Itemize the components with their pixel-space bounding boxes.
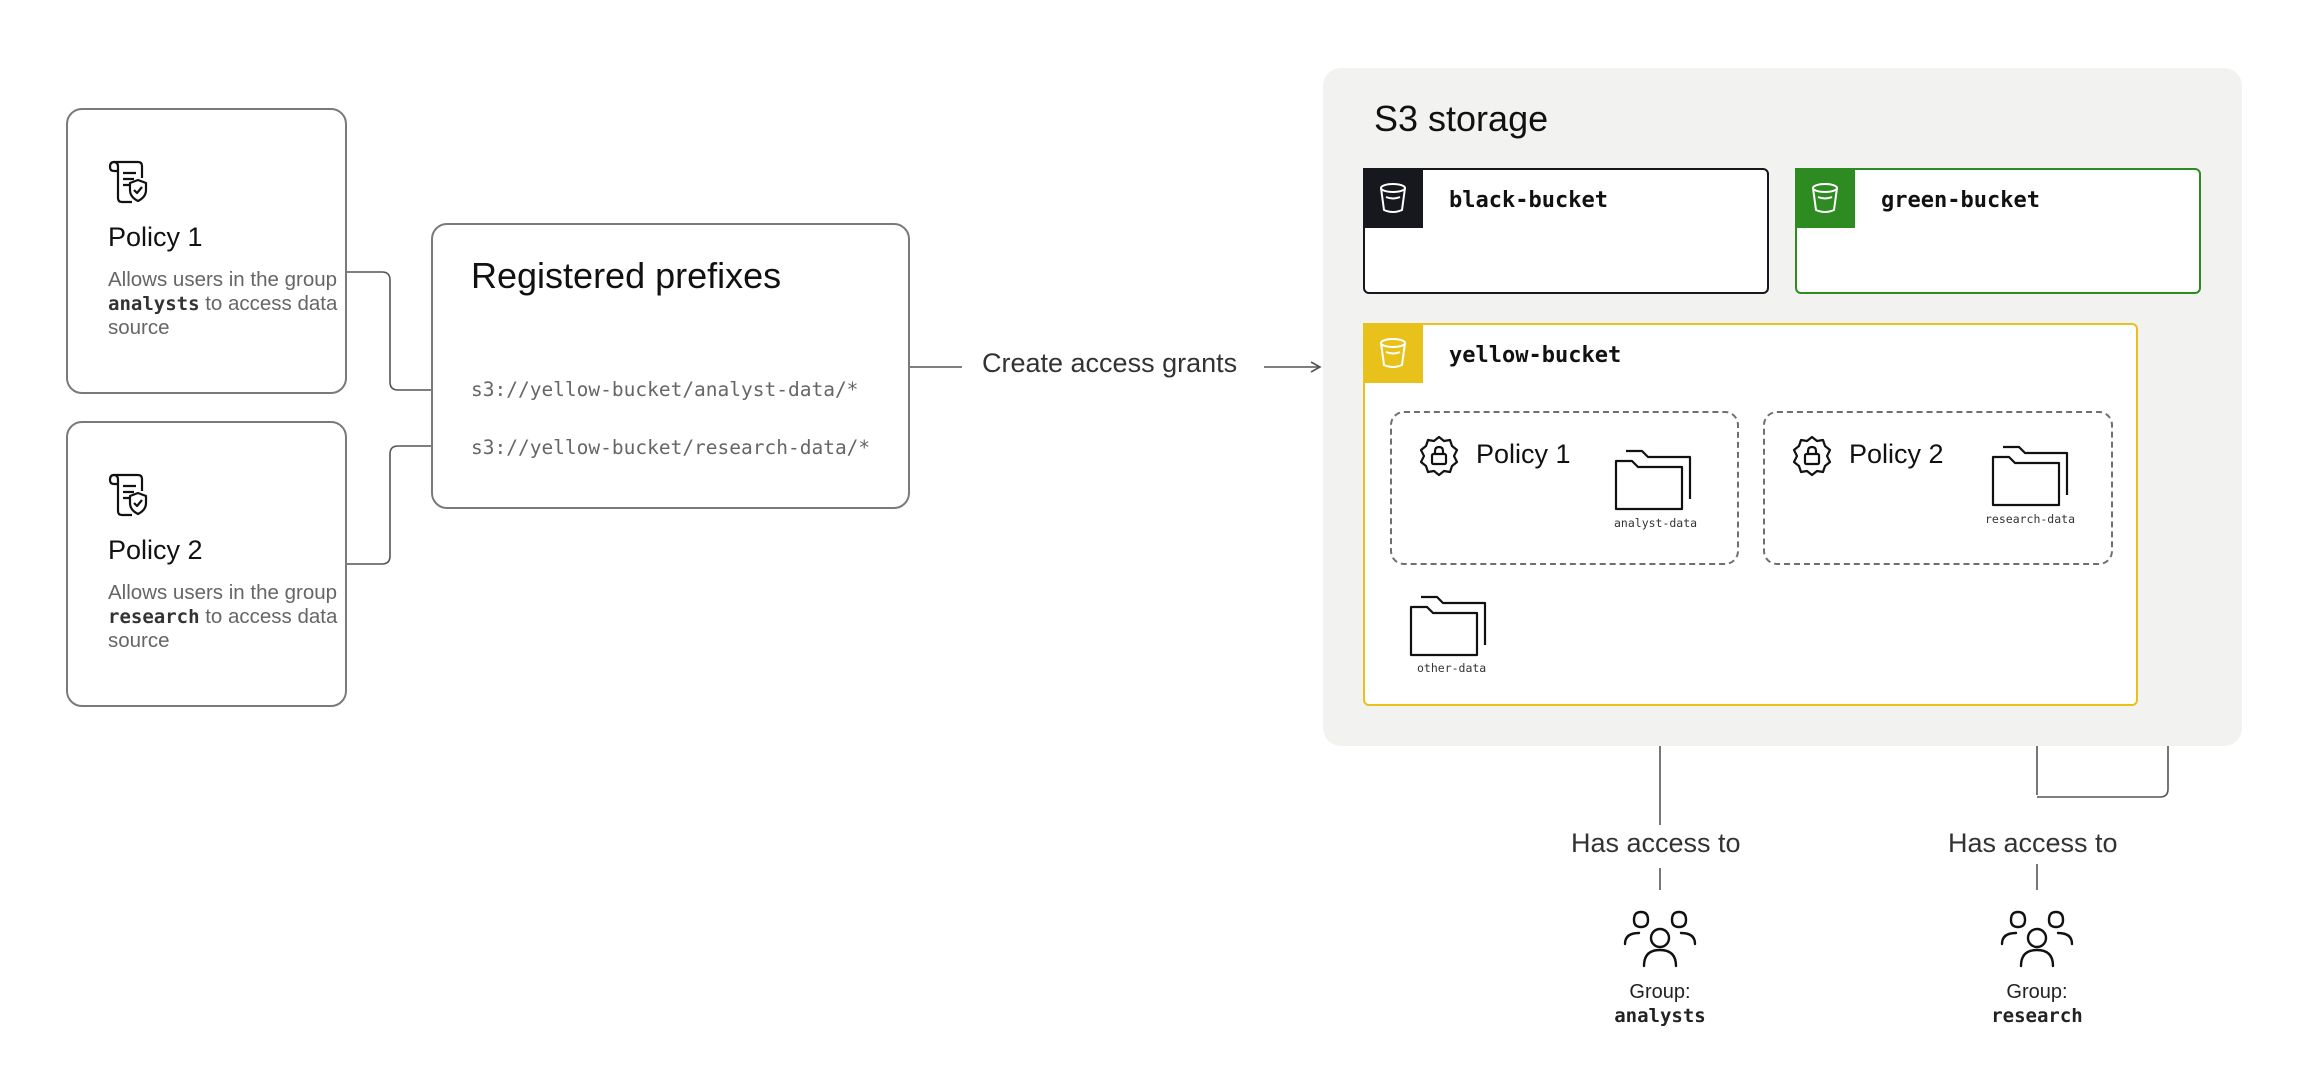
users-group-icon [1999,910,2075,973]
folder-icon [1991,443,2073,512]
policy-description: Allows users in the group research to ac… [108,581,338,652]
group-label-analysts: Group: analysts [1614,981,1706,1027]
group-label-research: Group: research [1991,981,2083,1027]
policy-scroll-icon [108,160,156,211]
prefix-research: s3://yellow-bucket/research-data/* [471,436,871,459]
folder-icon [1614,447,1696,516]
green-bucket: green-bucket [1795,168,2201,294]
bucket-name: black-bucket [1449,188,1608,213]
policy-box-label: Policy 1 [1476,439,1571,469]
lock-badge-icon [1790,435,1834,484]
connector-policy1-prefix [347,271,464,396]
storage-title: S3 storage [1374,98,1549,139]
folder-icon [1409,593,1491,662]
has-access-label-research: Has access to [1948,828,2118,858]
create-access-grants-label: Create access grants [982,348,1238,378]
lock-badge-icon [1417,435,1461,484]
policy-scroll-icon [108,473,156,524]
bucket-name: green-bucket [1881,188,2040,213]
black-bucket: black-bucket [1363,168,1769,294]
bucket-icon [1363,323,1423,383]
folder-label: research-data [1985,512,2076,526]
bucket-name: yellow-bucket [1449,343,1622,368]
registered-prefixes-title: Registered prefixes [471,255,782,296]
policy-card-1: Policy 1 Allows users in the group analy… [66,108,347,394]
connector-policy2-prefix [347,440,464,565]
s3-storage-panel: S3 storage black-bucket green-bucket yel… [1323,68,2242,746]
connector-research-green [2037,262,2174,798]
has-access-label-analysts: Has access to [1571,828,1741,858]
policy-title: Policy 2 [108,535,203,565]
bucket-icon [1363,168,1423,228]
policy-box-label: Policy 2 [1849,439,1944,469]
yellow-bucket: yellow-bucket Policy 1 analyst-data Poli… [1363,323,2138,706]
bucket-icon [1795,168,1855,228]
policy-title: Policy 1 [108,222,203,252]
folder-label: other-data [1417,661,1487,675]
folder-label: analyst-data [1614,516,1698,530]
users-group-icon [1622,910,1698,973]
prefix-analyst: s3://yellow-bucket/analyst-data/* [471,378,859,401]
policy-box-2: Policy 2 research-data [1763,411,2113,565]
policy-box-1: Policy 1 analyst-data [1390,411,1739,565]
policy-card-2: Policy 2 Allows users in the group resea… [66,421,347,707]
registered-prefixes-card: Registered prefixes s3://yellow-bucket/a… [431,223,910,509]
policy-description: Allows users in the group analysts to ac… [108,268,338,339]
